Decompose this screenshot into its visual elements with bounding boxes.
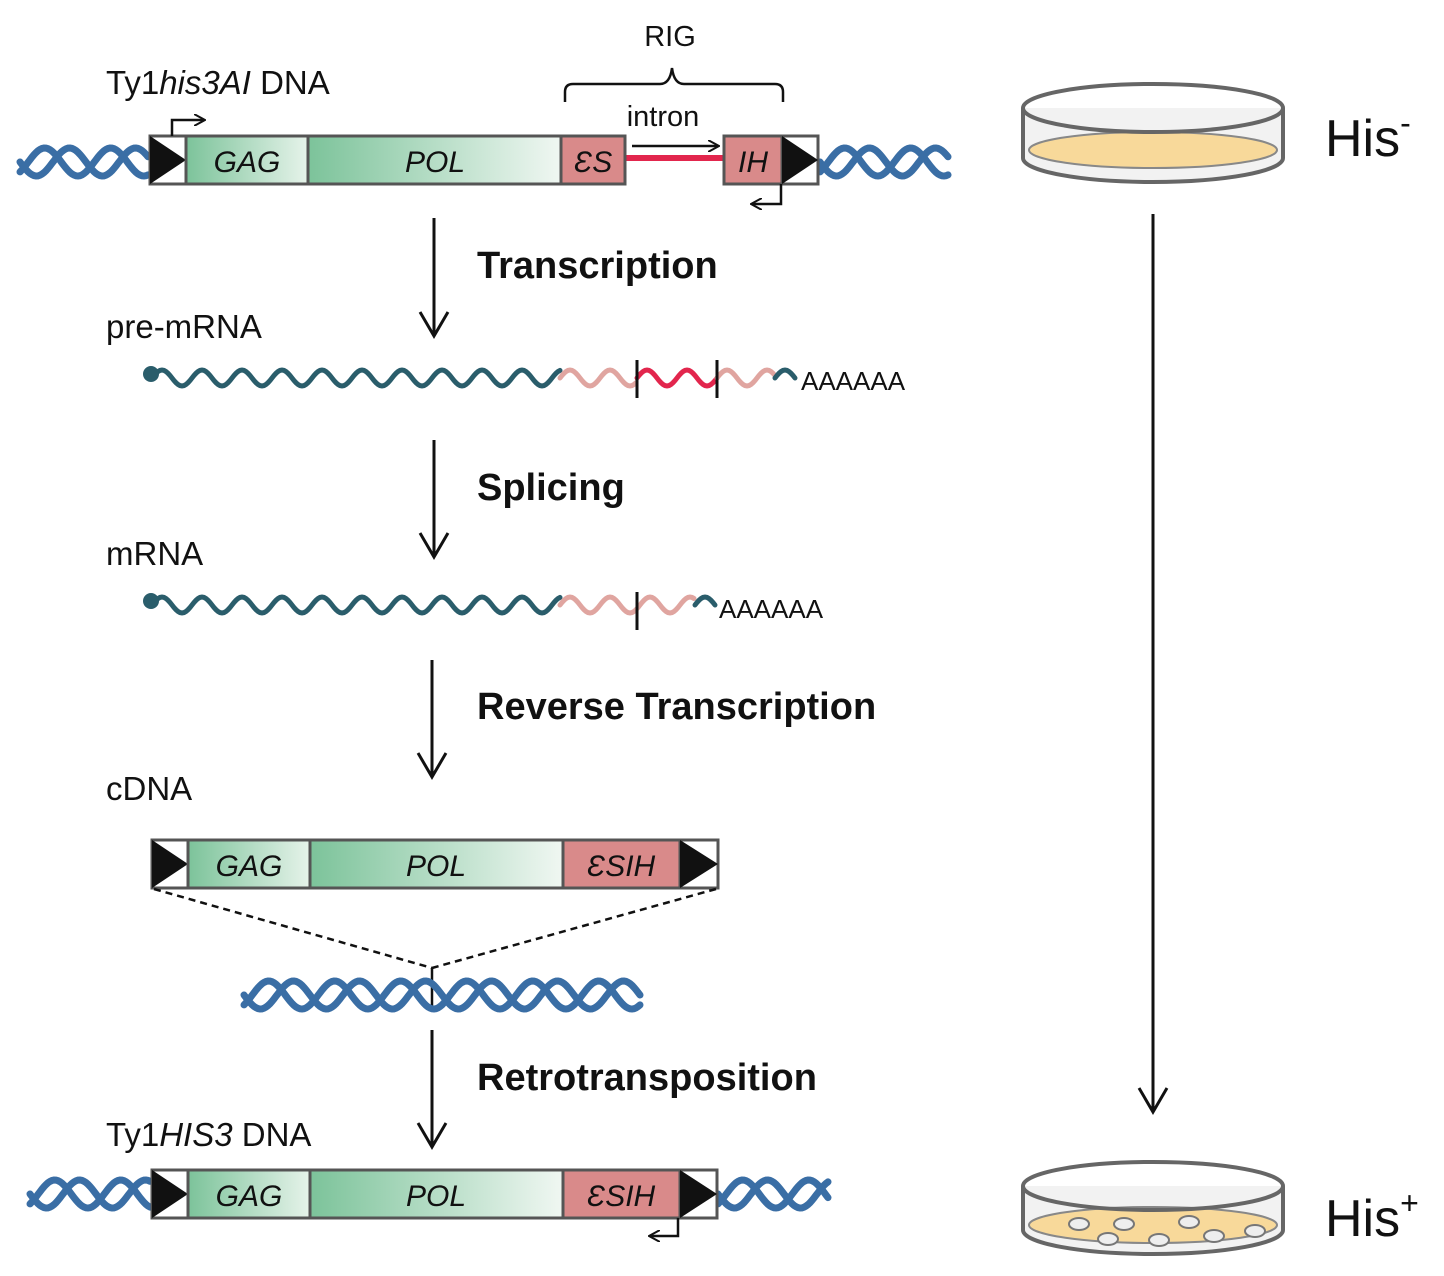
mrna-cap-icon [143, 593, 159, 609]
final-his3-label: ƐSIH [587, 1180, 656, 1213]
his-minus-label: His- [1325, 105, 1411, 168]
cdna-gag-label: GAG [216, 850, 283, 883]
pre-mrna-polya-tail: AAAAAA [801, 366, 906, 396]
pre-mrna-cap-icon [143, 366, 159, 382]
rna-segment [149, 594, 563, 616]
rna-segment [557, 367, 639, 389]
final-pol-label: POL [406, 1180, 466, 1213]
dna-strand [26, 1176, 154, 1212]
rig-label: RIG [644, 21, 696, 53]
cdna-ltr-left-triangle-icon [152, 840, 188, 888]
insertion-dashed-right [431, 887, 717, 970]
petri-dish-his-plus [1021, 1160, 1285, 1256]
intron-label: intron [627, 101, 700, 133]
his3-part-ih-box [722, 134, 784, 186]
dna-strand [714, 1176, 832, 1212]
insertion-dashed-left [153, 887, 433, 970]
dna-strand [16, 144, 152, 180]
ih-label-top: IH [738, 146, 768, 179]
dna-strand [240, 977, 644, 1013]
pol-label-top: POL [405, 146, 465, 179]
rna-segment [692, 594, 718, 608]
his-plus-colonies [1068, 1215, 1266, 1247]
rig-brace [563, 67, 785, 102]
selection-arrowhead-icon [1137, 1087, 1169, 1115]
rna-segment [772, 367, 798, 381]
cdna-ltr-right-triangle-icon [680, 840, 718, 888]
dna-helix-bottom-left [26, 1176, 154, 1212]
rna-segment [149, 367, 563, 389]
his-plus-label: His+ [1325, 1185, 1419, 1248]
ty1-promoter-arrow-icon [170, 120, 204, 136]
cdna-pol-label: POL [406, 850, 466, 883]
rna-segment [634, 367, 720, 389]
final-his3-promoter-arrow-icon [650, 1218, 680, 1236]
final-ltr-left-triangle-icon [152, 1170, 188, 1218]
final-gag-box [186, 1168, 312, 1220]
pol-box-top [306, 134, 563, 186]
retrotransposition-label: Retrotransposition [477, 1057, 817, 1099]
cdna-his3-label: ƐSIH [587, 850, 656, 883]
his3-promoter-arrow-icon [752, 184, 783, 204]
his3-part-es-box [559, 134, 627, 186]
cdna-label: cDNA [106, 770, 192, 807]
dna-helix-bottom-right [714, 1176, 832, 1212]
mrna-polya-tail: AAAAAA [719, 594, 824, 624]
target-dna-helix [240, 977, 644, 1013]
petri-dish-his-minus [1021, 82, 1285, 184]
reverse-transcription-label: Reverse Transcription [477, 686, 876, 728]
rna-segment [714, 367, 778, 389]
splicing-label: Splicing [477, 467, 625, 509]
reverse-transcription-arrowhead-icon [416, 752, 448, 780]
dna-strand [240, 977, 644, 1013]
dna-strand [714, 1176, 832, 1212]
final-gag-label: GAG [216, 1180, 283, 1213]
final-his3-box [561, 1168, 682, 1220]
es-label-top: ƐS [574, 146, 612, 179]
pre-mrna-label: pre-mRNA [106, 308, 262, 345]
bottom-dna-label: Ty1HIS3 DNA [106, 1116, 311, 1153]
dna-strand [816, 144, 952, 180]
rna-segment [557, 594, 697, 616]
ltr-right-triangle-icon [782, 136, 818, 184]
ltr-left-triangle-icon [150, 136, 186, 184]
cdna-gag-box [186, 838, 312, 890]
retrotransposition-arrowhead-icon [416, 1122, 448, 1150]
cdna-his3-box [561, 838, 682, 890]
dna-strand [26, 1176, 154, 1212]
top-dna-label: Ty1his3AI DNA [106, 64, 330, 101]
dna-strand [16, 144, 152, 180]
final-ltr-right-triangle-icon [680, 1170, 717, 1218]
gag-label-top: GAG [214, 146, 281, 179]
dna-helix-top-right [816, 144, 952, 180]
splicing-arrowhead-icon [418, 532, 450, 560]
dna-strand [816, 144, 952, 180]
dna-helix-top-left [16, 144, 152, 180]
mrna-strand [149, 594, 718, 616]
mrna-label: mRNA [106, 535, 203, 572]
transcription-arrowhead-icon [418, 311, 450, 339]
pre-mrna-strand [149, 367, 798, 389]
transcription-label: Transcription [477, 245, 718, 287]
